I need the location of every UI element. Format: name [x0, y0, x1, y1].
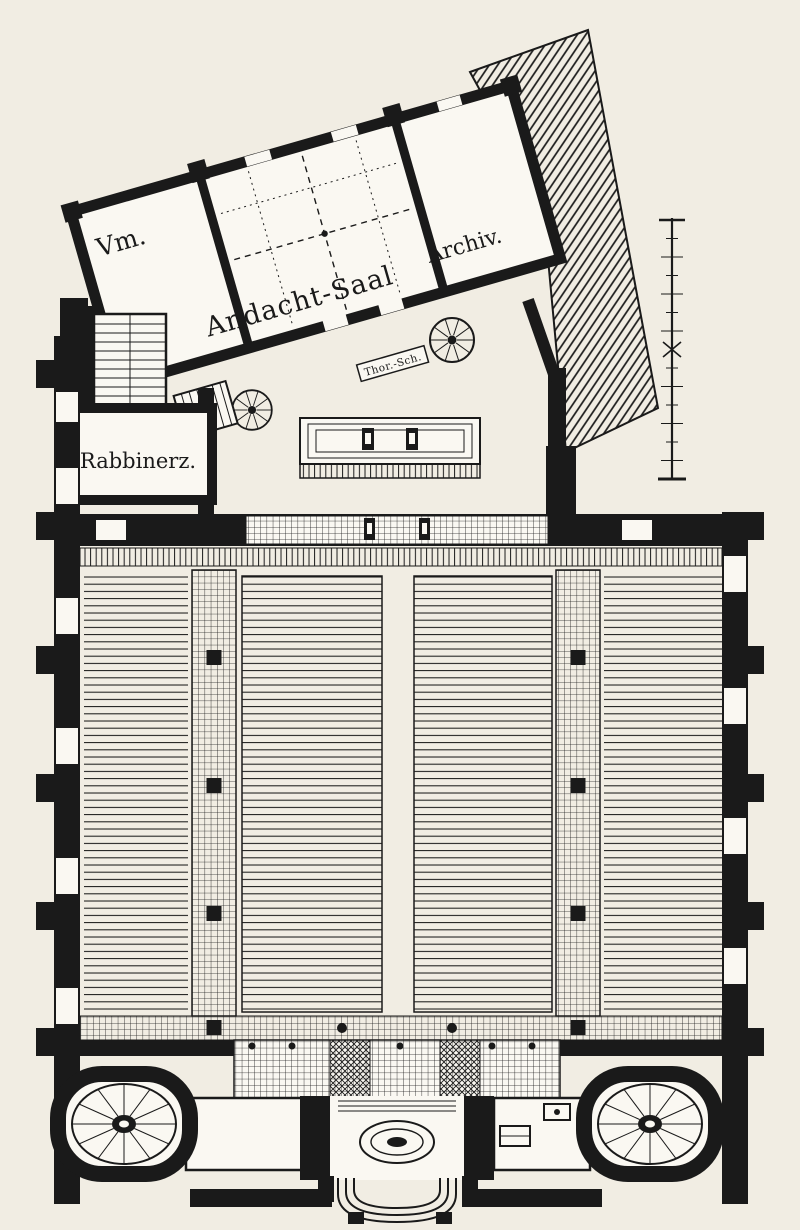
entrance-steps [337, 1178, 457, 1224]
oval-entrance-chamber [330, 1096, 464, 1180]
gallery-step-band [79, 547, 723, 567]
oval-staircase [597, 1083, 703, 1165]
column-marker [206, 650, 222, 665]
side-room [492, 1096, 592, 1172]
column-marker [570, 778, 586, 793]
oval-staircase [71, 1083, 177, 1165]
left-wall [36, 336, 80, 1204]
pew-block [241, 575, 383, 1013]
room-label-rabbinerzimmer: Rabbinerz. [80, 449, 196, 473]
crosshatch-panel [329, 1039, 371, 1099]
column-marker [206, 778, 222, 793]
fixtures [499, 1103, 571, 1147]
ark-platform [299, 417, 481, 479]
pew-block [604, 572, 722, 1014]
ceiling-center-mark [321, 230, 328, 237]
columns [206, 650, 586, 921]
column-marker [570, 650, 586, 665]
scale-bar [658, 218, 686, 481]
pew-block [413, 575, 553, 1013]
column-marker [206, 906, 222, 921]
hall-bottom-band [79, 1015, 723, 1041]
vestibule [50, 1039, 748, 1224]
column-marker [570, 906, 586, 921]
main-hall [36, 336, 764, 1204]
crosshatch-panel [439, 1039, 481, 1099]
pew-block [84, 572, 188, 1014]
right-wall [722, 512, 764, 1204]
rabbinerzimmer: Rabbinerz. [59, 403, 217, 505]
